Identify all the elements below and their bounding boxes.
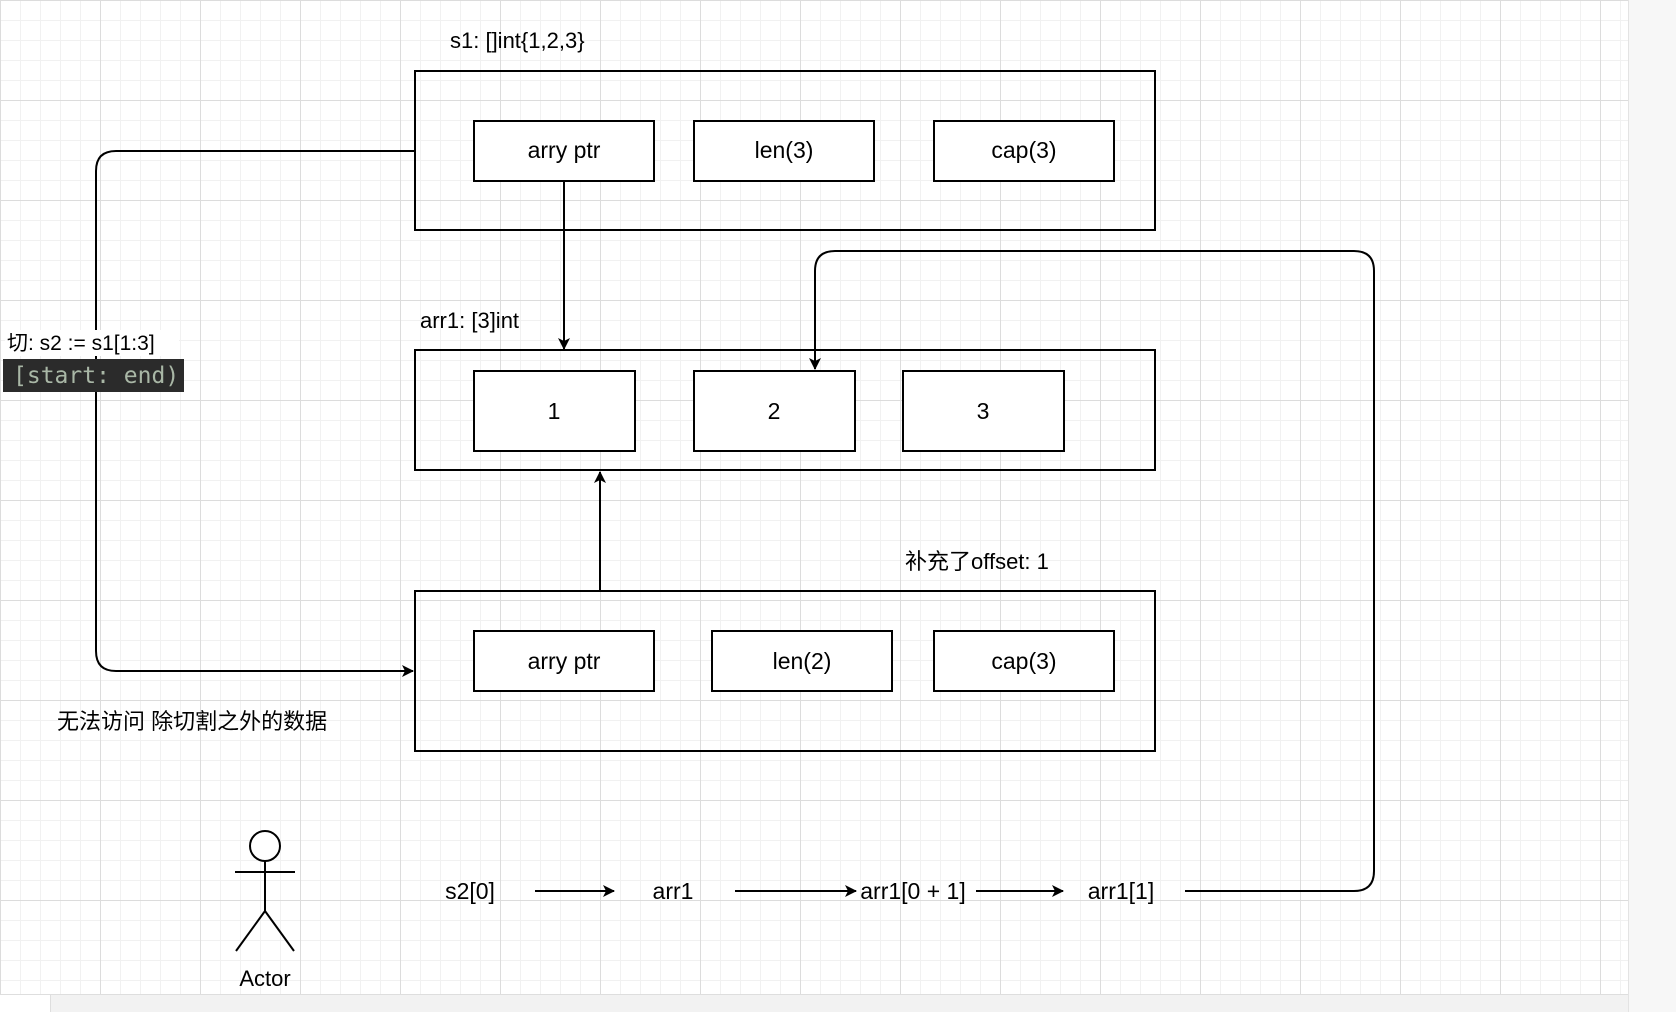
arr1-cell-1[interactable]: 2 [693,370,856,452]
arr1-label[interactable]: arr1: [3]int [420,308,519,333]
slice-op-code[interactable]: [start: end) [13,363,179,389]
s1-field-len-label: len(3) [755,137,814,163]
flow-step-arr1-index[interactable]: arr1[1] [1088,878,1154,904]
s1-label[interactable]: s1: []int{1,2,3} [450,28,585,53]
s2-field-ptr[interactable]: arry ptr [473,630,655,692]
s2-offset-note[interactable]: 补充了offset: 1 [905,549,1049,574]
arr1-cell-2-value: 3 [977,398,990,424]
s2-field-ptr-label: arry ptr [528,648,601,674]
arr1-container[interactable] [414,349,1156,471]
s1-field-len[interactable]: len(3) [693,120,875,182]
inaccessible-note[interactable]: 无法访问 除切割之外的数据 [57,709,327,734]
arr1-cell-2[interactable]: 3 [902,370,1065,452]
arr1-cell-0-value: 1 [548,398,561,424]
flow-step-s2-index[interactable]: s2[0] [445,878,495,904]
flow-step-offset-index[interactable]: arr1[0 + 1] [860,878,965,904]
flow-step-arr1[interactable]: arr1 [653,878,694,904]
s2-container[interactable] [414,590,1156,752]
arr1-cell-1-value: 2 [768,398,781,424]
s2-field-len-label: len(2) [773,648,832,674]
s2-field-cap-label: cap(3) [991,648,1056,674]
s1-field-cap[interactable]: cap(3) [933,120,1115,182]
actor-label: Actor [239,966,290,991]
slice-op-code-bg [3,359,184,392]
connector-arr1-index-to-cell[interactable] [809,250,1375,892]
page-tab[interactable] [0,994,51,1012]
slice-op-label[interactable]: 切: s2 := s1[1:3] [7,332,155,355]
actor-figure[interactable] [235,830,295,952]
page-gutter [1628,0,1676,1012]
connector-slice-s1-to-s2[interactable] [95,150,415,677]
s1-field-cap-label: cap(3) [991,137,1056,163]
slice-op-label-bg [5,330,179,356]
s1-field-ptr[interactable]: arry ptr [473,120,655,182]
arr1-cell-0[interactable]: 1 [473,370,636,452]
page-footer [0,994,1628,1012]
s1-field-ptr-label: arry ptr [528,137,601,163]
s2-field-cap[interactable]: cap(3) [933,630,1115,692]
s2-field-len[interactable]: len(2) [711,630,893,692]
